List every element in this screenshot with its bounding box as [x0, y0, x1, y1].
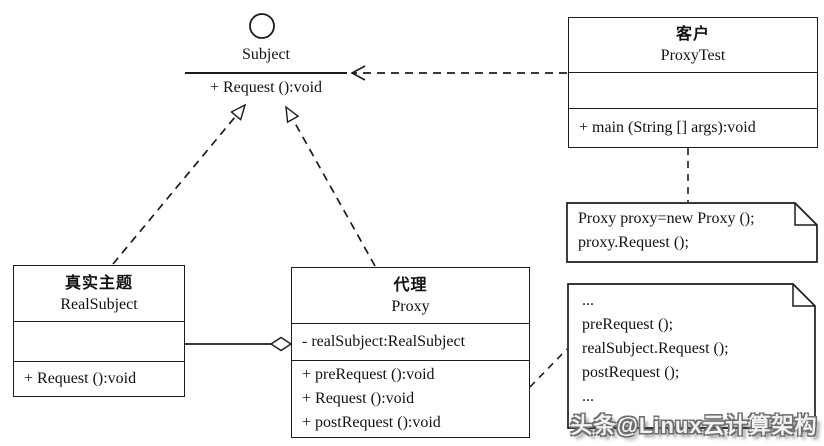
- class-header-proxytest: 客户 ProxyTest: [569, 18, 817, 73]
- class-header-realsubject: 真实主题 RealSubject: [14, 266, 184, 322]
- realization-arrow-proxy-to-subject: [286, 107, 376, 267]
- note-client-code: Proxy proxy=new Proxy (); proxy.Request …: [578, 207, 755, 255]
- method-item: + preRequest ():void: [302, 366, 435, 383]
- class-name-en: Proxy: [391, 297, 430, 315]
- note-line: postRequest ();: [582, 364, 680, 381]
- class-name-cn: 真实主题: [64, 274, 133, 292]
- aggregation-diamond-icon: [269, 336, 293, 352]
- class-name-en: RealSubject: [60, 295, 138, 313]
- watermark-text: 头条@Linux云计算架构: [570, 413, 818, 438]
- note-line: proxy.Request ();: [578, 234, 689, 251]
- realization-arrow-realsubject-to-subject: [112, 105, 245, 265]
- class-methods-proxytest: + main (String [] args):void: [569, 109, 817, 147]
- class-box-proxy: 代理 Proxy - realSubject:RealSubject + pre…: [291, 267, 530, 438]
- note-fold-request-body-icon: [792, 284, 815, 307]
- class-attributes-proxytest: [569, 73, 817, 109]
- class-methods-realsubject: + Request ():void: [14, 362, 184, 396]
- class-header-proxy: 代理 Proxy: [292, 268, 529, 324]
- subject-interface-name: Subject: [242, 46, 290, 63]
- attribute-item: - realSubject:RealSubject: [302, 333, 466, 350]
- method-item: + postRequest ():void: [302, 414, 441, 431]
- class-methods-proxy: + preRequest ():void + Request ():void +…: [292, 361, 529, 437]
- class-name-en: ProxyTest: [660, 47, 726, 64]
- class-box-realsubject: 真实主题 RealSubject + Request ():void: [13, 265, 185, 397]
- note-line: Proxy proxy=new Proxy ();: [578, 210, 755, 227]
- subject-interface-operation: + Request ():void: [209, 79, 323, 96]
- method-item: + Request ():void: [24, 370, 137, 387]
- method-item: + Request ():void: [302, 390, 415, 407]
- method-item: + main (String [] args):void: [579, 119, 756, 136]
- class-attributes-proxy: - realSubject:RealSubject: [292, 324, 529, 361]
- note-request-body: ... preRequest (); realSubject.Request (…: [582, 289, 729, 409]
- subject-interface-lollipop-icon: [249, 13, 275, 39]
- note-line: preRequest ();: [582, 316, 674, 333]
- class-name-cn: 代理: [393, 276, 428, 294]
- note-line: ...: [582, 388, 594, 405]
- note-anchor-request-body: [529, 348, 568, 388]
- note-line: realSubject.Request ();: [582, 340, 729, 357]
- class-box-proxytest: 客户 ProxyTest + main (String [] args):voi…: [568, 17, 818, 148]
- class-attributes-realsubject: [14, 322, 184, 362]
- note-fold-client-code-icon: [794, 203, 817, 226]
- note-shape-request-body: [567, 283, 816, 429]
- class-name-cn: 客户: [675, 26, 710, 43]
- note-line: ...: [582, 292, 594, 309]
- note-shape-client-code: [566, 202, 818, 263]
